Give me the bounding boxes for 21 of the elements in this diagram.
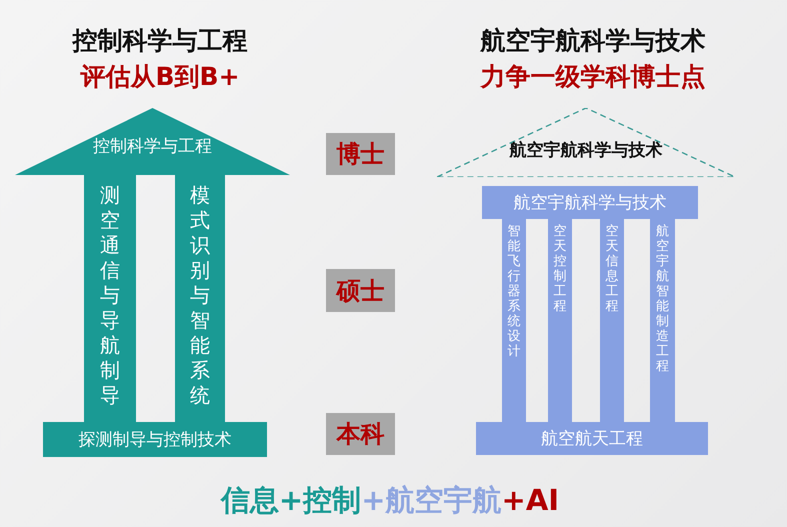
pillar-bar: 空天信息工程 xyxy=(600,219,624,422)
slogan-text: 信息+控制 xyxy=(220,483,362,517)
subheading-text: 评估从B到B+ xyxy=(80,61,240,93)
pillar-bar: 智能飞行器系统设计 xyxy=(502,219,526,422)
slogan-text: +航空宇航 xyxy=(361,483,502,517)
beam-bar: 航空宇航科学与技术 xyxy=(482,186,698,219)
arrow-shaft: 测空通信与导航制导 xyxy=(84,175,136,425)
level-box: 本科 xyxy=(326,413,395,455)
arrow-shaft: 模式识别与智能系统 xyxy=(175,175,225,425)
level-box: 硕士 xyxy=(326,269,395,312)
base-bar: 探测制导与控制技术 xyxy=(43,422,267,457)
heading-text: 航空宇航科学与技术 xyxy=(510,140,662,162)
base-bar: 航空航天工程 xyxy=(476,422,708,455)
heading-text: 控制科学与工程 xyxy=(72,25,248,57)
subheading-text: 力争一级学科博士点 xyxy=(480,61,706,93)
heading-text: 航空宇航科学与技术 xyxy=(480,25,706,57)
pillar-bar: 空天控制工程 xyxy=(548,219,572,422)
pillar-bar: 航空宇航智能制造工程 xyxy=(650,219,675,422)
heading-text: 控制科学与工程 xyxy=(93,136,212,158)
level-box: 博士 xyxy=(326,133,395,175)
slogan-text: +AI xyxy=(502,483,560,517)
